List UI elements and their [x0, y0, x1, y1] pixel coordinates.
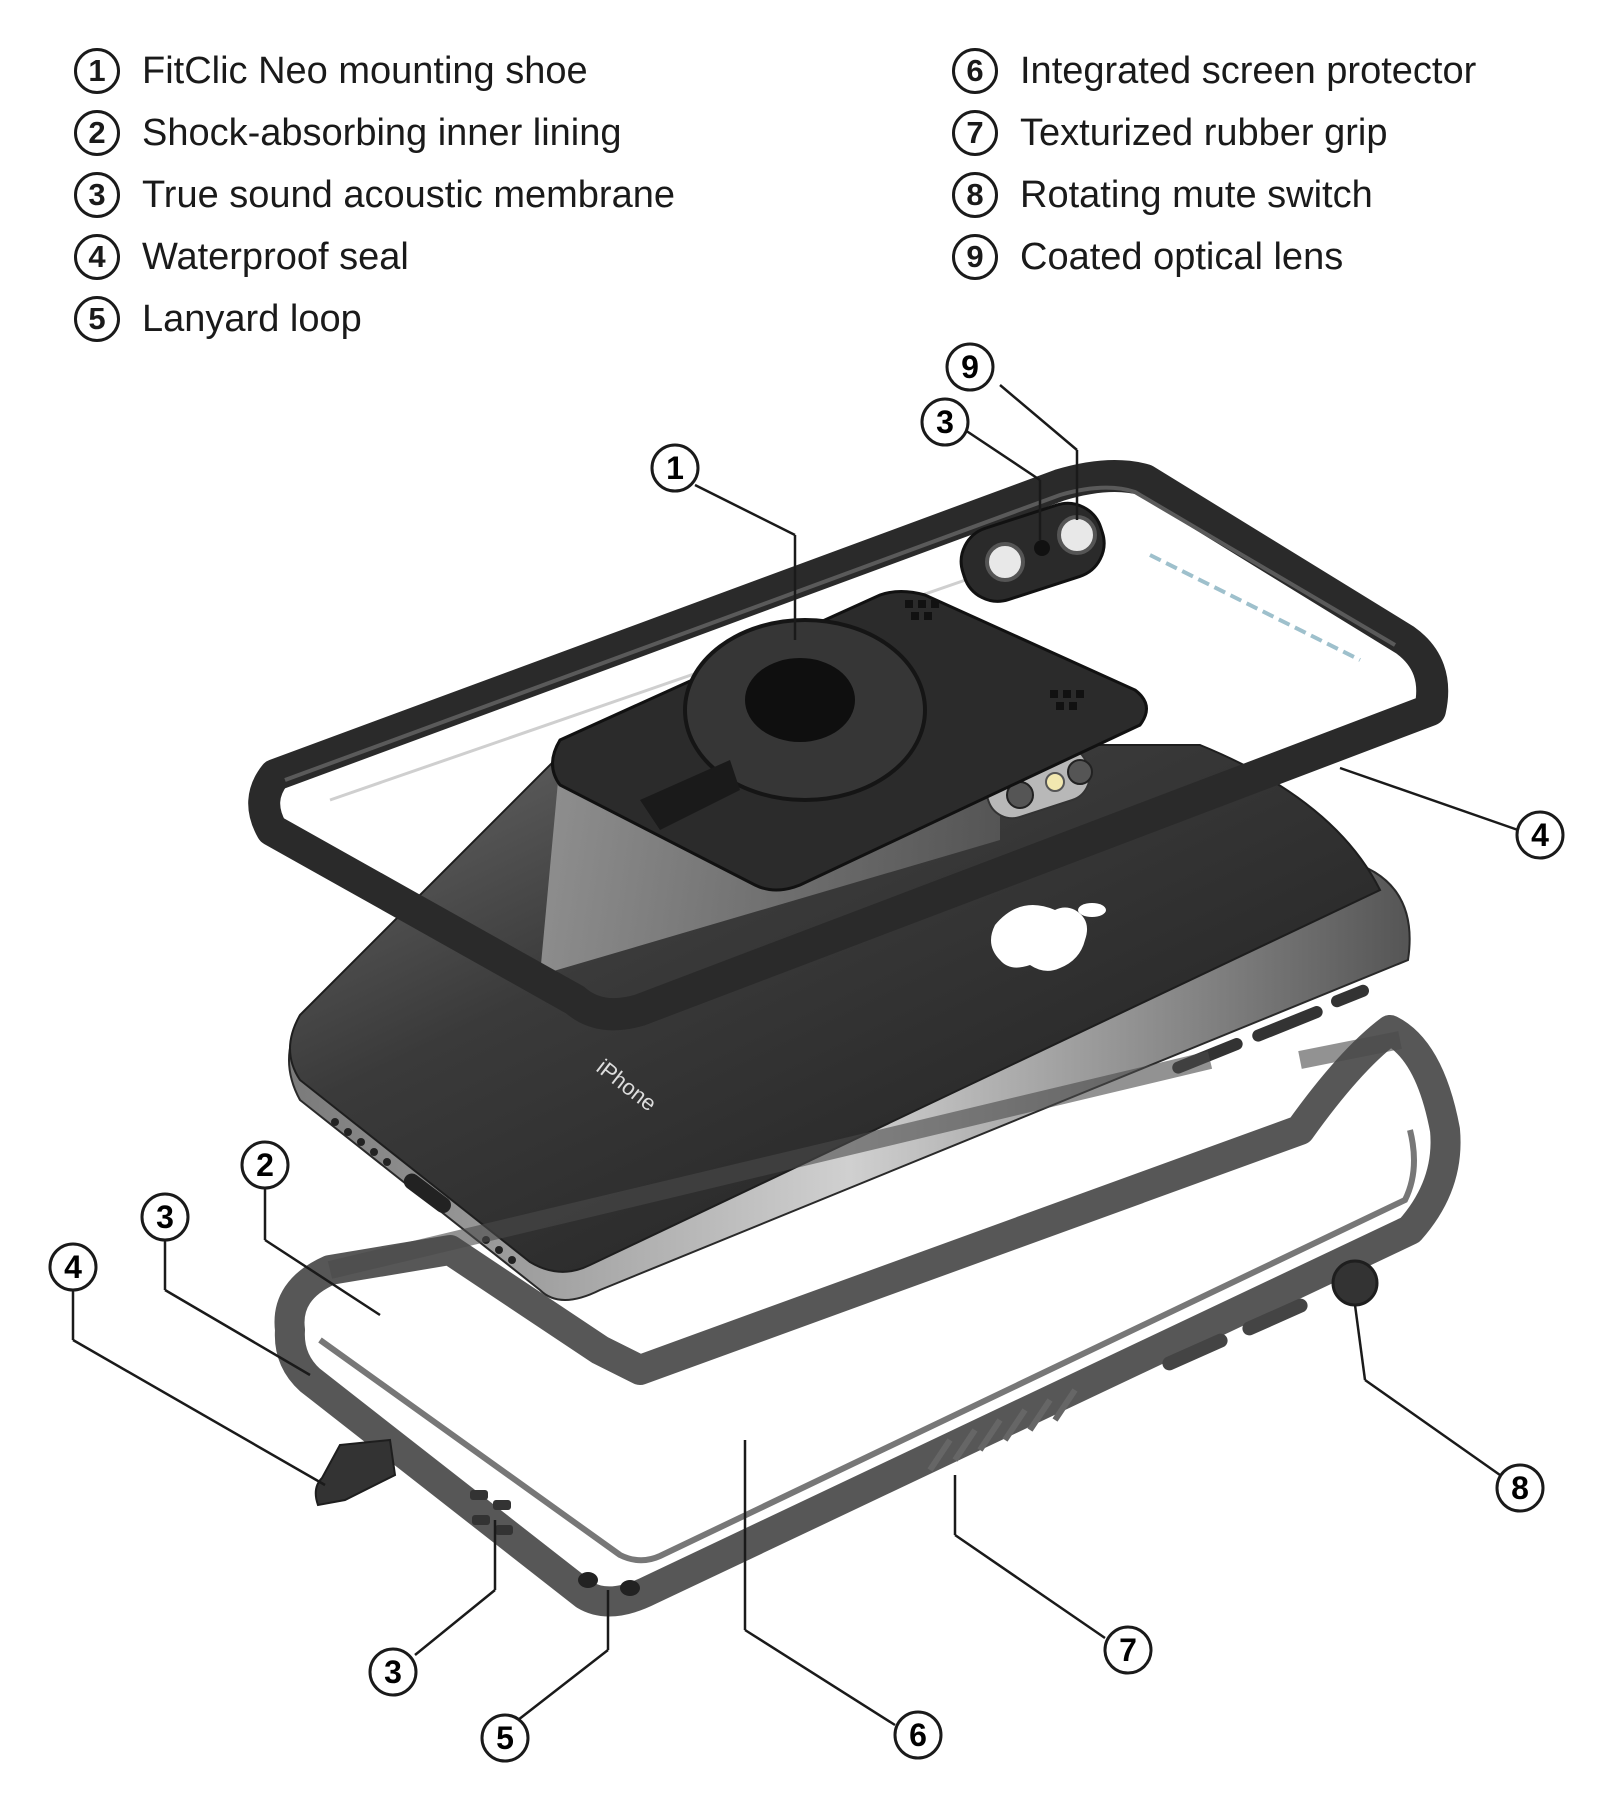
callout-number: 3 [384, 1654, 402, 1690]
callout-2: 2 [240, 1140, 290, 1190]
legend-item-5: 5 Lanyard loop [74, 288, 675, 350]
callout-7: 7 [1103, 1625, 1153, 1675]
legend-item-1: 1 FitClic Neo mounting shoe [74, 40, 675, 102]
legend-item-8: 8 Rotating mute switch [952, 164, 1476, 226]
optical-lens-icon [1057, 515, 1097, 555]
callout-6: 6 [893, 1710, 943, 1760]
legend-left: 1 FitClic Neo mounting shoe 2 Shock-abso… [74, 40, 675, 350]
mute-switch-knob [1331, 1259, 1379, 1307]
legend-item-3: 3 True sound acoustic membrane [74, 164, 675, 226]
legend-label: True sound acoustic membrane [142, 173, 675, 216]
callout-number: 7 [1119, 1632, 1137, 1668]
callout-8: 8 [1495, 1463, 1545, 1513]
callout-number: 8 [1511, 1470, 1529, 1506]
callout-number: 3 [936, 404, 954, 440]
legend-label: Texturized rubber grip [1020, 111, 1388, 154]
legend-number-badge: 2 [74, 110, 120, 156]
callout-number: 2 [256, 1147, 274, 1183]
legend-label: Waterproof seal [142, 235, 409, 278]
legend-right: 6 Integrated screen protector 7 Texturiz… [952, 40, 1476, 288]
legend-number-badge: 1 [74, 48, 120, 94]
legend-item-6: 6 Integrated screen protector [952, 40, 1476, 102]
callout-number: 6 [909, 1717, 927, 1753]
legend-number-badge: 6 [952, 48, 998, 94]
legend-item-7: 7 Texturized rubber grip [952, 102, 1476, 164]
legend-label: Integrated screen protector [1020, 49, 1477, 92]
legend-label: Shock-absorbing inner lining [142, 111, 622, 154]
apple-logo-icon [991, 903, 1106, 971]
callout-9: 9 [945, 342, 995, 392]
legend-number-badge: 3 [74, 172, 120, 218]
callout-3-bottom: 3 [368, 1647, 418, 1697]
legend-number-badge: 9 [952, 234, 998, 280]
legend-label: Lanyard loop [142, 297, 362, 340]
legend-item-4: 4 Waterproof seal [74, 226, 675, 288]
callout-number: 4 [64, 1249, 82, 1285]
legend-number-badge: 5 [74, 296, 120, 342]
callout-5: 5 [480, 1713, 530, 1763]
callout-number: 3 [156, 1199, 174, 1235]
grip-texture [927, 1388, 1078, 1472]
callout-3-left: 3 [140, 1192, 190, 1242]
callout-number: 5 [496, 1720, 514, 1756]
legend-number-badge: 8 [952, 172, 998, 218]
callout-number: 1 [666, 450, 684, 486]
legend-label: Coated optical lens [1020, 235, 1344, 278]
legend-item-9: 9 Coated optical lens [952, 226, 1476, 288]
legend-item-2: 2 Shock-absorbing inner lining [74, 102, 675, 164]
callout-1: 1 [650, 443, 700, 493]
mounting-shoe [551, 590, 1148, 892]
callout-4-right: 4 [1515, 810, 1565, 860]
bottom-case-frame [274, 1015, 1461, 1617]
legend-label: Rotating mute switch [1020, 173, 1373, 216]
leader-lines [71, 384, 1519, 1727]
phone-body: iPhone [288, 744, 1411, 1301]
waterproof-plug [314, 1438, 397, 1507]
optical-lens-icon [985, 542, 1025, 582]
callout-4-left: 4 [48, 1242, 98, 1292]
callout-number: 4 [1531, 817, 1549, 853]
legend-number-badge: 4 [74, 234, 120, 280]
callout-3-top: 3 [920, 397, 970, 447]
callout-number: 9 [961, 349, 979, 385]
legend-number-badge: 7 [952, 110, 998, 156]
legend-label: FitClic Neo mounting shoe [142, 49, 588, 92]
